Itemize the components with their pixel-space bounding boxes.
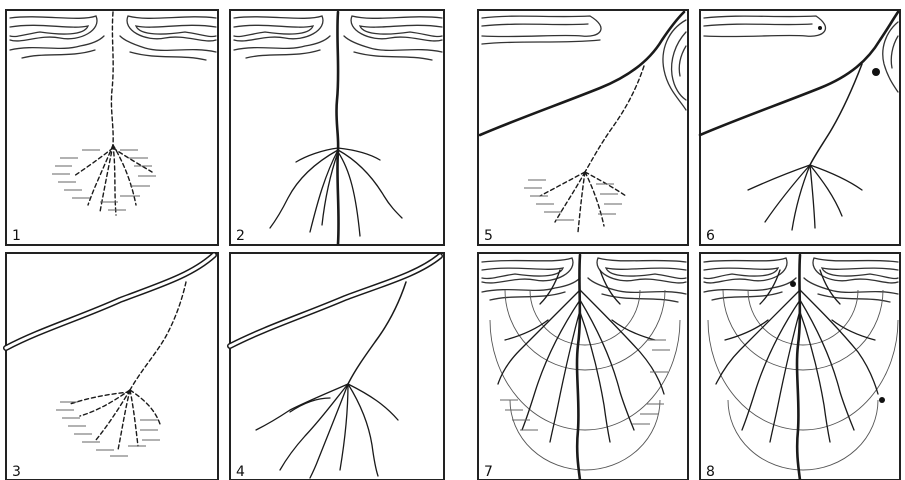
- point-marker: [818, 26, 822, 30]
- point-marker: [872, 68, 880, 76]
- panel-frame: [700, 10, 900, 245]
- panel-6: 6: [700, 10, 900, 245]
- panel-label: 2: [236, 228, 245, 244]
- panel-3: 3: [6, 253, 218, 480]
- panel-label: 7: [484, 464, 493, 480]
- panel-label: 6: [706, 228, 715, 244]
- point-marker: [790, 281, 796, 287]
- panel-label: 4: [236, 464, 245, 480]
- panel-1: 1: [6, 10, 218, 245]
- point-marker: [879, 397, 885, 403]
- panel-frame: [230, 253, 444, 480]
- panel-frame: [478, 10, 688, 245]
- panel-label: 5: [484, 228, 493, 244]
- panel-8: 8: [700, 253, 900, 480]
- panel-label: 1: [12, 228, 21, 244]
- panel-label: 3: [12, 464, 21, 480]
- panel-2: 2: [230, 10, 444, 245]
- panel-frame: [478, 253, 688, 480]
- panel-5: 5: [478, 10, 688, 245]
- panel-frame: [6, 253, 218, 480]
- panel-4: 4: [230, 253, 444, 480]
- panel-label: 8: [706, 464, 715, 480]
- panel-7: 7: [478, 253, 688, 480]
